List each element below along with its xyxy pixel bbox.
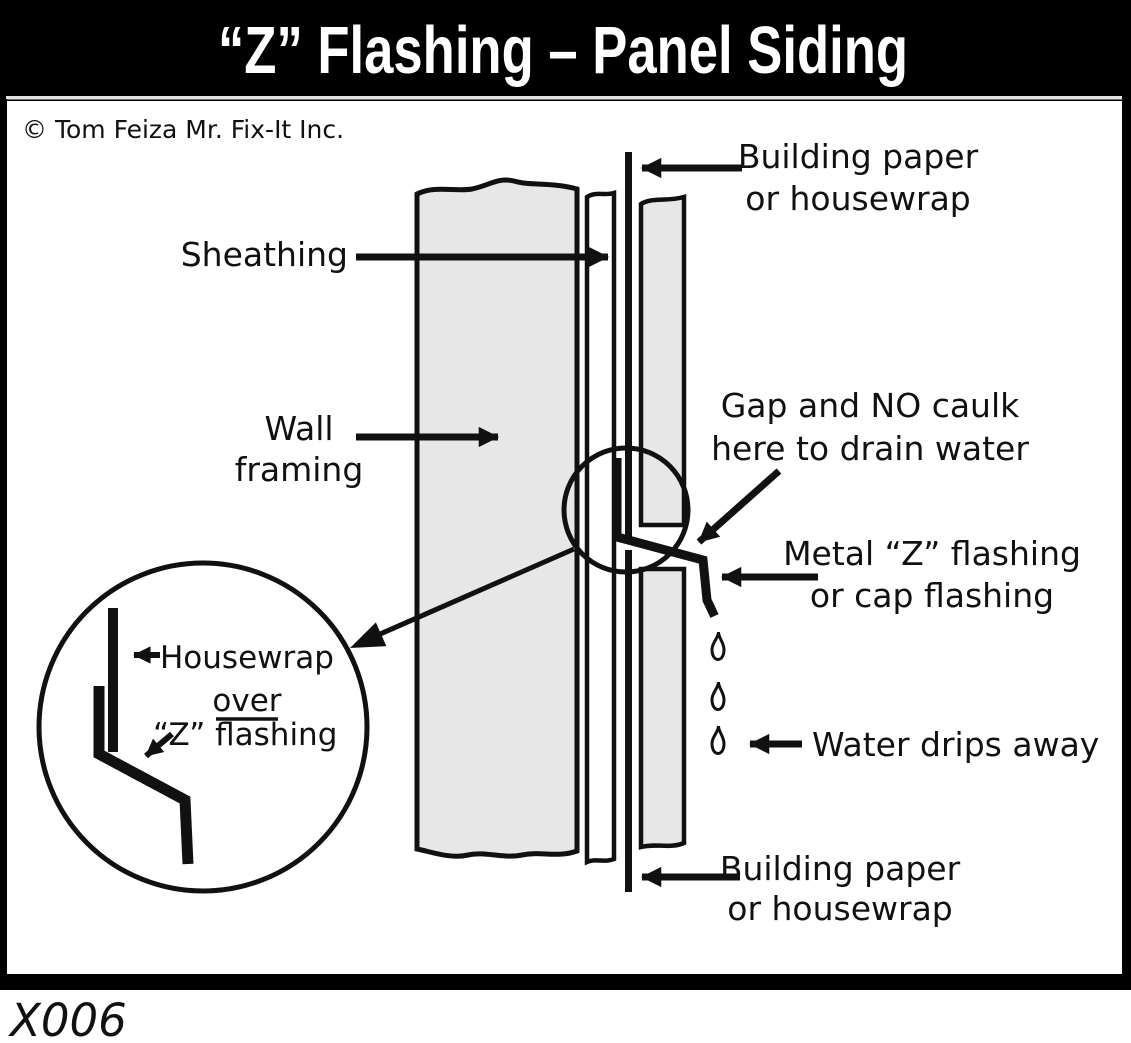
- building-paper-bottom-label-line2: or housewrap: [727, 889, 953, 928]
- sheathing-shape: [584, 189, 617, 866]
- detail-leader-line: [360, 546, 576, 645]
- detail-housewrap-label: Housewrap: [160, 640, 334, 676]
- wall-framing-label-line1: Wall: [264, 409, 333, 448]
- frame-border-left: [0, 99, 7, 990]
- detail-z-flashing-profile: [93, 686, 194, 865]
- siding-panel-lower: [638, 566, 687, 850]
- water-drops: [710, 631, 726, 756]
- wall-framing-shape: [414, 177, 580, 859]
- title-bar-separator: [6, 96, 1122, 100]
- z-flashing-profile: [612, 458, 719, 618]
- detail-circle: [36, 560, 370, 894]
- metal-flashing-label-line2: or cap flashing: [810, 576, 1054, 615]
- water-drop-icon: [710, 681, 726, 712]
- water-drop-icon: [710, 725, 726, 756]
- gap-label-line1: Gap and NO caulk: [721, 386, 1020, 425]
- siding-panel-upper: [638, 194, 687, 528]
- copyright-text: © Tom Feiza Mr. Fix-It Inc.: [22, 115, 344, 144]
- frame-border-bottom: [0, 974, 1131, 990]
- detail-over-label: over: [212, 683, 281, 719]
- junction-highlight-circle: [561, 445, 691, 575]
- detail-z-flashing-arrow: [144, 731, 174, 759]
- detail-z-flashing-label: “Z” flashing: [153, 717, 337, 753]
- water-drips-label: Water drips away: [812, 725, 1099, 764]
- gap-arrow: [696, 468, 782, 545]
- title-bar: [0, 0, 1131, 101]
- gap-label-line2: here to drain water: [711, 429, 1029, 468]
- wall-framing-label-line2: framing: [235, 450, 364, 489]
- metal-flashing-label-line1: Metal “Z” flashing: [783, 534, 1081, 573]
- building-paper-bottom-label-line1: Building paper: [720, 849, 961, 888]
- figure-id: X006: [8, 994, 127, 1043]
- water-drop-icon: [710, 631, 726, 662]
- building-paper-top-label-line1: Building paper: [738, 137, 979, 176]
- page-title: “Z” Flashing – Panel Siding: [218, 13, 908, 88]
- frame-border-right: [1122, 99, 1131, 990]
- detail-leader-arrowhead: [350, 622, 387, 648]
- sheathing-label: Sheathing: [181, 235, 348, 274]
- building-paper-top-label-line2: or housewrap: [745, 179, 971, 218]
